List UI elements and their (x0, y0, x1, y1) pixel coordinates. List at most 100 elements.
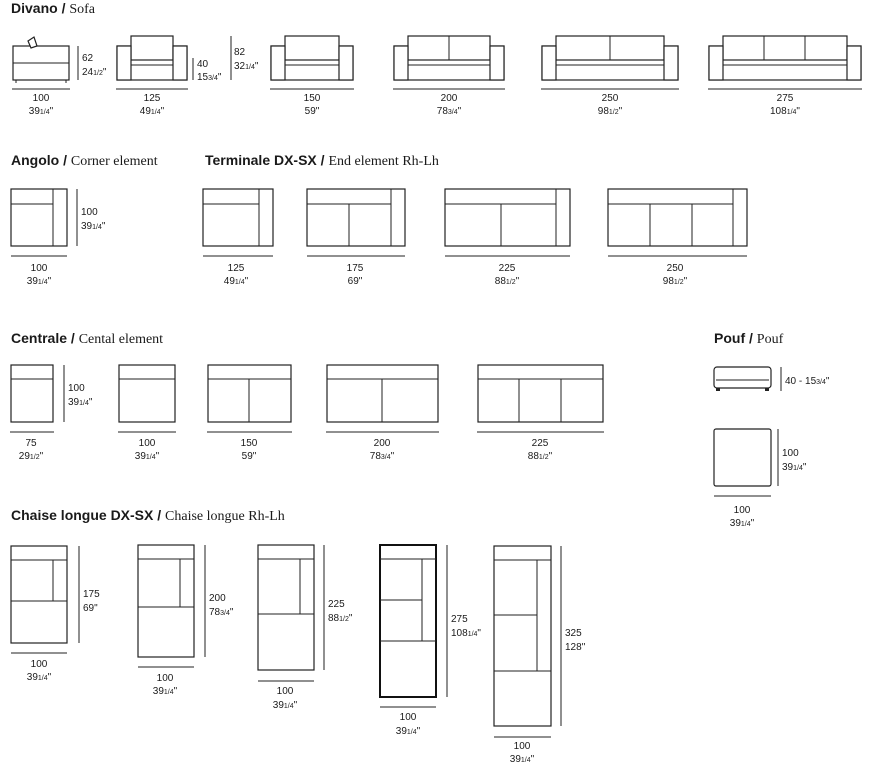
chaise-length-cm-3: 225 (328, 599, 345, 610)
corner-depth-in: 391/4" (81, 221, 106, 232)
section-title-chaise-longue: Chaise longue DX-SX / Chaise longue Rh-L… (11, 507, 285, 524)
sofa-width-cm-2: 125 (144, 93, 161, 104)
pouf-plan-body (713, 428, 772, 487)
central-width-in-2: 391/4" (135, 451, 160, 462)
central-frame (10, 364, 54, 423)
sofa-width-cm-3: 150 (304, 93, 321, 104)
central-width-in-3: 59" (242, 451, 257, 462)
sofa-side-depth-in: 241/2" (82, 67, 107, 78)
chaise-frame (493, 545, 552, 727)
sofa-width-cm-4: 200 (441, 93, 458, 104)
chaise-length-cm-4: 275 (451, 614, 468, 625)
sofa-armrest (708, 45, 724, 81)
sofa-armrest (338, 45, 354, 81)
sofa-width-cm-5: 250 (602, 93, 619, 104)
section-title-end-element: Terminale DX-SX / End element Rh-Lh (205, 152, 439, 169)
pouf-foot (765, 388, 769, 391)
central-width-cm-1: 75 (25, 438, 37, 449)
pouf-depth-cm: 100 (782, 448, 799, 459)
central-width-in-1: 291/2" (19, 451, 44, 462)
central-element-100: 100 391/4" (118, 364, 176, 462)
sofa-front-200: 200 783/4" (393, 35, 505, 117)
pouf-plan-view: 100 391/4" 100 391/4" (713, 428, 807, 529)
chaise-length-in-3: 881/2" (328, 613, 353, 624)
pouf-side-view: 40 - 153/4" (713, 366, 830, 391)
central-width-cm-4: 200 (374, 438, 391, 449)
end-width-cm-2: 175 (347, 263, 364, 274)
central-depth-cm: 100 (68, 383, 85, 394)
chaise-width-in-3: 391/4" (273, 700, 298, 711)
end-width-cm-1: 125 (228, 263, 245, 274)
end-width-in-3: 881/2" (495, 276, 520, 287)
pouf-width-cm: 100 (734, 505, 751, 516)
end-element-175: 175 69" (306, 188, 406, 287)
sofa-width-cm-6: 275 (777, 93, 794, 104)
central-width-in-4: 783/4" (370, 451, 395, 462)
sofa-width-in-1: 391/4" (29, 106, 54, 117)
central-width-cm-5: 225 (532, 438, 549, 449)
section-title-sofa: Divano / Sofa (11, 0, 96, 17)
sofa-width-in-5: 981/2" (598, 106, 623, 117)
sofa-width-in-4: 783/4" (437, 106, 462, 117)
corner-frame (10, 188, 68, 247)
corner-width-in: 391/4" (27, 276, 52, 287)
chaise-width-cm-2: 100 (157, 673, 174, 684)
pouf-foot (716, 388, 720, 391)
chaise-longue-225: 225 881/2" 100 391/4" (257, 544, 353, 711)
chaise-length-in-2: 783/4" (209, 607, 234, 618)
central-frame (477, 364, 604, 423)
end-width-in-1: 491/4" (224, 276, 249, 287)
sofa-armrest (270, 45, 286, 81)
central-element-150: 150 59" (207, 364, 292, 462)
section-title-pouf: Pouf / Pouf (714, 330, 784, 347)
central-depth-in: 391/4" (68, 397, 93, 408)
end-frame (306, 188, 406, 247)
section-title-central: Centrale / Cental element (11, 330, 163, 347)
sofa-total-height-cm: 82 (234, 47, 246, 58)
chaise-width-in-4: 391/4" (396, 726, 421, 737)
central-element-200: 200 783/4" (326, 364, 439, 462)
sofa-width-in-3: 59" (305, 106, 320, 117)
sofa-armrest (172, 45, 188, 81)
sofa-side-cushion (27, 36, 38, 49)
end-frame (444, 188, 571, 247)
chaise-length-cm-2: 200 (209, 593, 226, 604)
sofa-width-in-2: 491/4" (140, 106, 165, 117)
sofa-armrest (846, 45, 862, 81)
chaise-width-in-2: 391/4" (153, 686, 178, 697)
sofa-side-depth-cm: 62 (82, 53, 94, 64)
end-frame (607, 188, 748, 247)
end-width-in-2: 69" (348, 276, 363, 287)
central-width-in-5: 881/2" (528, 451, 553, 462)
chaise-length-cm-1: 175 (83, 589, 100, 600)
central-element-75: 100 391/4" 75 291/2" (10, 364, 93, 462)
sofa-armrest (541, 45, 557, 81)
central-element-225: 225 881/2" (477, 364, 604, 462)
corner-depth-cm: 100 (81, 207, 98, 218)
sofa-front-150: 150 59" (270, 35, 354, 117)
chaise-length-in-4: 1081/4" (451, 628, 481, 639)
corner-element-plan: 100 391/4" 100 391/4" (10, 188, 106, 287)
pouf-depth-in: 391/4" (782, 462, 807, 473)
sofa-armrest (663, 45, 679, 81)
sofa-armrest (489, 45, 505, 81)
sofa-total-height-in: 321/4" (234, 61, 259, 72)
sofa-armrest (116, 45, 132, 81)
sofa-width-cm-1: 100 (33, 93, 50, 104)
chaise-frame (257, 544, 315, 671)
chaise-length-in-1: 69" (83, 603, 98, 614)
end-width-in-4: 981/2" (663, 276, 688, 287)
chaise-longue-175: 175 69" 100 391/4" (10, 545, 100, 683)
chaise-length-in-5: 128" (565, 642, 586, 653)
sofa-width-in-6: 1081/4" (770, 106, 800, 117)
chaise-width-cm-4: 100 (400, 712, 417, 723)
central-width-cm-2: 100 (139, 438, 156, 449)
sofa-armrest (393, 45, 409, 81)
end-width-cm-4: 250 (667, 263, 684, 274)
chaise-width-in-5: 391/4" (510, 754, 535, 765)
corner-width-cm: 100 (31, 263, 48, 274)
sofa-back-cushion (722, 35, 848, 61)
sofa-back-cushion (284, 35, 340, 61)
chaise-width-cm-5: 100 (514, 741, 531, 752)
